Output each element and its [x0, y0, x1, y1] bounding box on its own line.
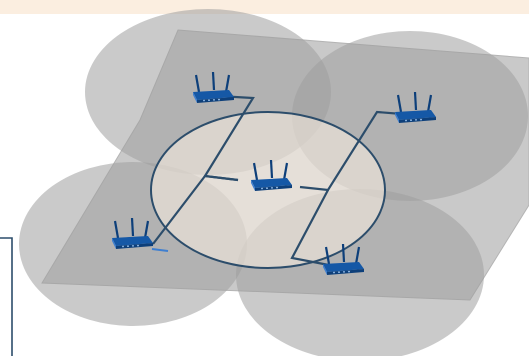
coverage-area-center: [151, 112, 385, 268]
header-band: [0, 0, 529, 14]
side-frame-line: [0, 238, 12, 356]
